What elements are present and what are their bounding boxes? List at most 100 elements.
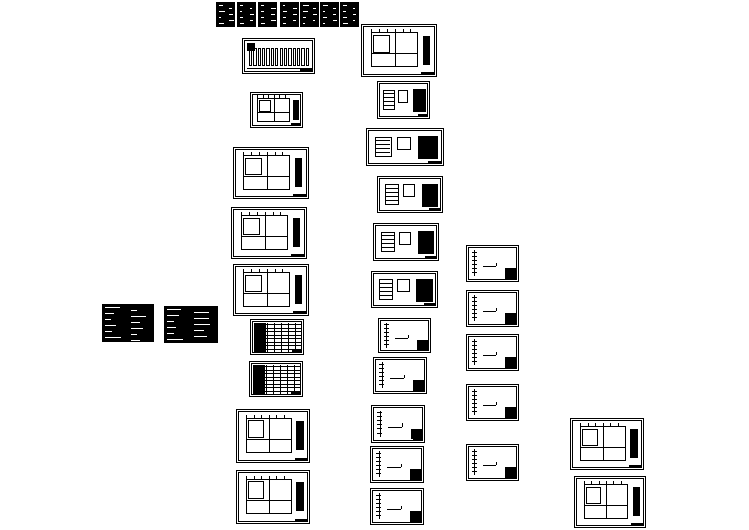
level-mark (377, 411, 382, 413)
level-mark (472, 410, 477, 412)
notes-block (417, 230, 435, 255)
text-line (249, 8, 252, 9)
dimension-tick (587, 423, 589, 427)
grid-line (273, 98, 275, 122)
level-mark (472, 454, 477, 456)
dimension-tick (371, 29, 373, 33)
drawing-sheet-cover-3 (258, 2, 277, 27)
text-line (352, 20, 355, 21)
room (585, 487, 602, 505)
pipe-line (403, 374, 405, 379)
dimension-tick (280, 212, 282, 216)
drawing-sheet-right-2 (466, 290, 519, 327)
notes-block (505, 268, 517, 279)
drawing-sheet-site-plan (233, 147, 309, 199)
dimension-tick (272, 212, 274, 216)
dimension-tick (583, 481, 585, 485)
title-block (429, 208, 441, 211)
text-line (194, 330, 205, 331)
detail-frame (403, 184, 415, 198)
notes-block (505, 357, 517, 368)
table-col-line (288, 323, 290, 353)
level-mark (472, 466, 477, 468)
text-line (283, 17, 287, 18)
level-mark (472, 259, 477, 261)
text-line (352, 8, 355, 9)
grid-line (241, 235, 289, 237)
pipe-line (400, 505, 402, 510)
table-row-line (254, 334, 302, 336)
level-mark (377, 415, 382, 417)
level-mark (472, 263, 477, 265)
level-mark (472, 267, 477, 269)
dimension-tick (284, 414, 286, 418)
text-line (303, 17, 307, 18)
grid-line (268, 478, 270, 515)
level-mark (377, 424, 382, 426)
grid-line (243, 292, 291, 294)
hatch-line (384, 105, 394, 107)
grid-line (243, 175, 291, 177)
dimension-tick (602, 423, 604, 427)
text-line (261, 23, 265, 24)
hatch-line (381, 243, 394, 245)
level-mark (377, 428, 382, 430)
dimension-tick (598, 481, 600, 485)
dimension-tick (266, 269, 268, 273)
riser-line (378, 493, 380, 520)
facade-bay (301, 48, 305, 66)
text-line (292, 14, 297, 15)
table-row-line (254, 324, 302, 325)
level-mark (384, 324, 389, 326)
dimension-tick (282, 152, 284, 156)
text-line (343, 11, 346, 12)
facade-bay (270, 48, 275, 66)
table-row-line (253, 369, 301, 371)
riser-line (378, 451, 380, 478)
text-line (228, 14, 234, 15)
dimension-tick (605, 481, 607, 485)
level-mark (379, 375, 384, 377)
dimension-tick (248, 212, 250, 216)
text-line (270, 20, 276, 21)
drawing-sheet-section-1 (378, 318, 431, 353)
grid-line (268, 417, 270, 454)
dimension-tick (266, 152, 268, 156)
level-mark (376, 452, 381, 454)
table-row-line (253, 376, 301, 378)
level-mark (472, 356, 477, 358)
text-line (240, 5, 244, 6)
grid-line (605, 484, 607, 519)
dimension-tick (261, 414, 263, 418)
text-line (219, 17, 222, 18)
grid-line (394, 32, 396, 68)
title-block (293, 311, 307, 314)
detail-frame (374, 136, 392, 158)
facade-bay (288, 48, 292, 66)
drawing-sheet-cover-2 (237, 2, 256, 27)
title-block (291, 392, 301, 395)
notes-block (296, 420, 304, 451)
level-mark (472, 470, 477, 472)
dimension-tick (279, 95, 281, 99)
dimension-tick (282, 269, 284, 273)
notes-block (421, 183, 439, 207)
text-line (261, 17, 264, 18)
dimension-tick (610, 423, 612, 427)
text-line (283, 23, 286, 24)
notes-block (417, 340, 429, 350)
text-line (240, 11, 243, 12)
text-line (194, 312, 210, 313)
text-line (249, 14, 255, 15)
level-mark (376, 472, 381, 474)
level-mark (472, 390, 477, 392)
hatch-line (385, 196, 398, 198)
text-line (332, 14, 337, 15)
text-line (303, 23, 306, 24)
text-line (219, 23, 224, 24)
dimension-tick (256, 212, 258, 216)
notes-block (416, 278, 433, 302)
detail-frame (383, 89, 395, 111)
pipe-line (401, 423, 403, 427)
dimension-tick (253, 414, 255, 418)
